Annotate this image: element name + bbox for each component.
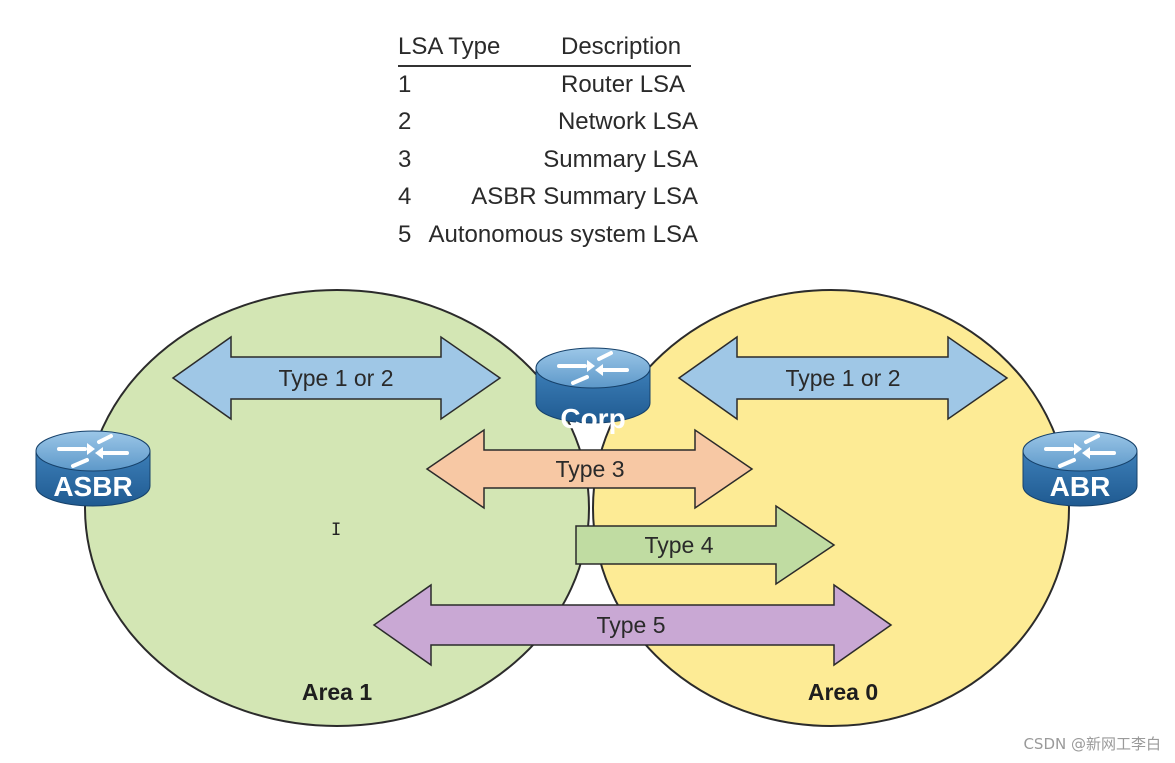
lsa-description-cell: Autonomous system LSA xyxy=(428,220,698,248)
lsa-description-cell: Summary LSA xyxy=(543,145,698,173)
lsa-type-cell: 3 xyxy=(398,145,412,173)
arrow-area0-type-1-or-2: Type 1 or 2 xyxy=(677,335,1009,421)
arrow-type-4-label: Type 4 xyxy=(644,532,713,558)
lsa-type-cell: 2 xyxy=(398,108,412,136)
arrow-area0-type-1-or-2-label: Type 1 or 2 xyxy=(785,365,900,391)
lsa-table-row: 2 Network LSA xyxy=(398,104,698,142)
abr-router: ABR xyxy=(1022,430,1138,507)
lsa-type-column-header: LSA Type xyxy=(398,33,501,60)
abr-router-label: ABR xyxy=(1050,471,1111,502)
arrow-type-4: Type 4 xyxy=(575,504,836,586)
asbr-router-label: ASBR xyxy=(53,471,132,502)
lsa-type-cell: 5 xyxy=(398,220,412,248)
router-icon xyxy=(535,347,651,424)
lsa-table-header: LSA Type Description xyxy=(398,28,698,66)
lsa-description-cell: ASBR Summary LSA xyxy=(471,183,698,211)
text-cursor-icon: I xyxy=(331,520,342,540)
lsa-table-row: 3 Summary LSA xyxy=(398,141,698,179)
corp-router: Corp xyxy=(535,347,651,434)
watermark: CSDN @新网工李白 xyxy=(1023,735,1161,753)
arrow-area1-type-1-or-2: Type 1 or 2 xyxy=(171,335,502,421)
lsa-table-header-rule xyxy=(398,65,691,67)
lsa-type-cell: 4 xyxy=(398,183,412,211)
lsa-description-column-header: Description xyxy=(561,33,682,60)
lsa-description-cell: Network LSA xyxy=(557,108,698,136)
arrow-type-3: Type 3 xyxy=(425,428,754,510)
lsa-type-table: LSA Type Description 1 Router LSA 2 Netw… xyxy=(398,28,698,254)
lsa-table-row: 1 Router LSA xyxy=(398,66,698,104)
router-icon xyxy=(1022,430,1138,507)
lsa-description-cell: Router LSA xyxy=(561,70,686,98)
area0-label: Area 0 xyxy=(808,679,878,705)
lsa-table-row: 4 ASBR Summary LSA xyxy=(398,179,698,217)
area1-region xyxy=(84,289,590,727)
arrow-type-5: Type 5 xyxy=(372,583,893,667)
lsa-type-cell: 1 xyxy=(398,70,412,98)
area1-label: Area 1 xyxy=(302,679,373,705)
area0-region xyxy=(592,289,1070,727)
lsa-table-row: 5 Autonomous system LSA xyxy=(398,216,698,254)
asbr-router: ASBR xyxy=(35,430,151,507)
arrow-type-5-label: Type 5 xyxy=(596,612,665,638)
arrow-type-3-label: Type 3 xyxy=(555,456,624,482)
corp-router-label: Corp xyxy=(560,403,625,434)
router-icon xyxy=(35,430,151,507)
arrow-area1-type-1-or-2-label: Type 1 or 2 xyxy=(278,365,393,391)
